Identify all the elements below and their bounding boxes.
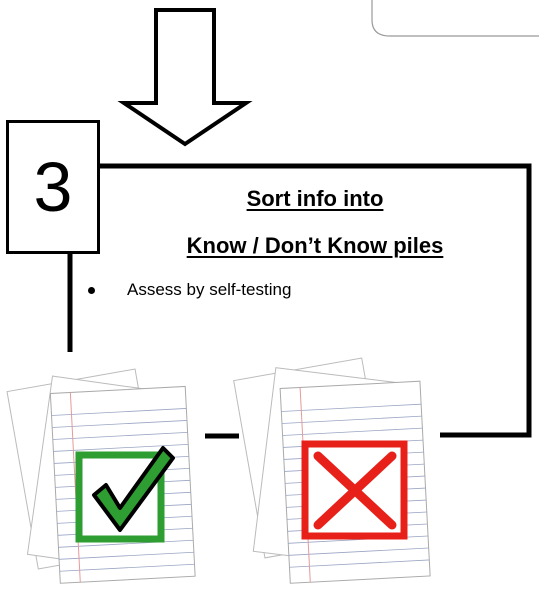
down-arrow-icon — [117, 8, 253, 147]
bullet-dot-icon — [88, 286, 95, 294]
title-line-1: Sort info into — [246, 186, 384, 211]
x-icon — [313, 451, 397, 530]
checkmark-icon — [92, 446, 175, 532]
bullet-item: Assess by self-testing — [88, 280, 291, 300]
callout-box-fragment — [371, 0, 539, 37]
connector-frame — [67, 163, 532, 439]
step-number: 3 — [33, 148, 73, 226]
dont-know-pile — [233, 357, 431, 584]
bullet-text: Assess by self-testing — [127, 280, 292, 299]
title-line-2: Know / Don’t Know piles — [186, 233, 444, 258]
know-pile — [6, 368, 196, 584]
step-number-box: 3 — [6, 120, 100, 254]
